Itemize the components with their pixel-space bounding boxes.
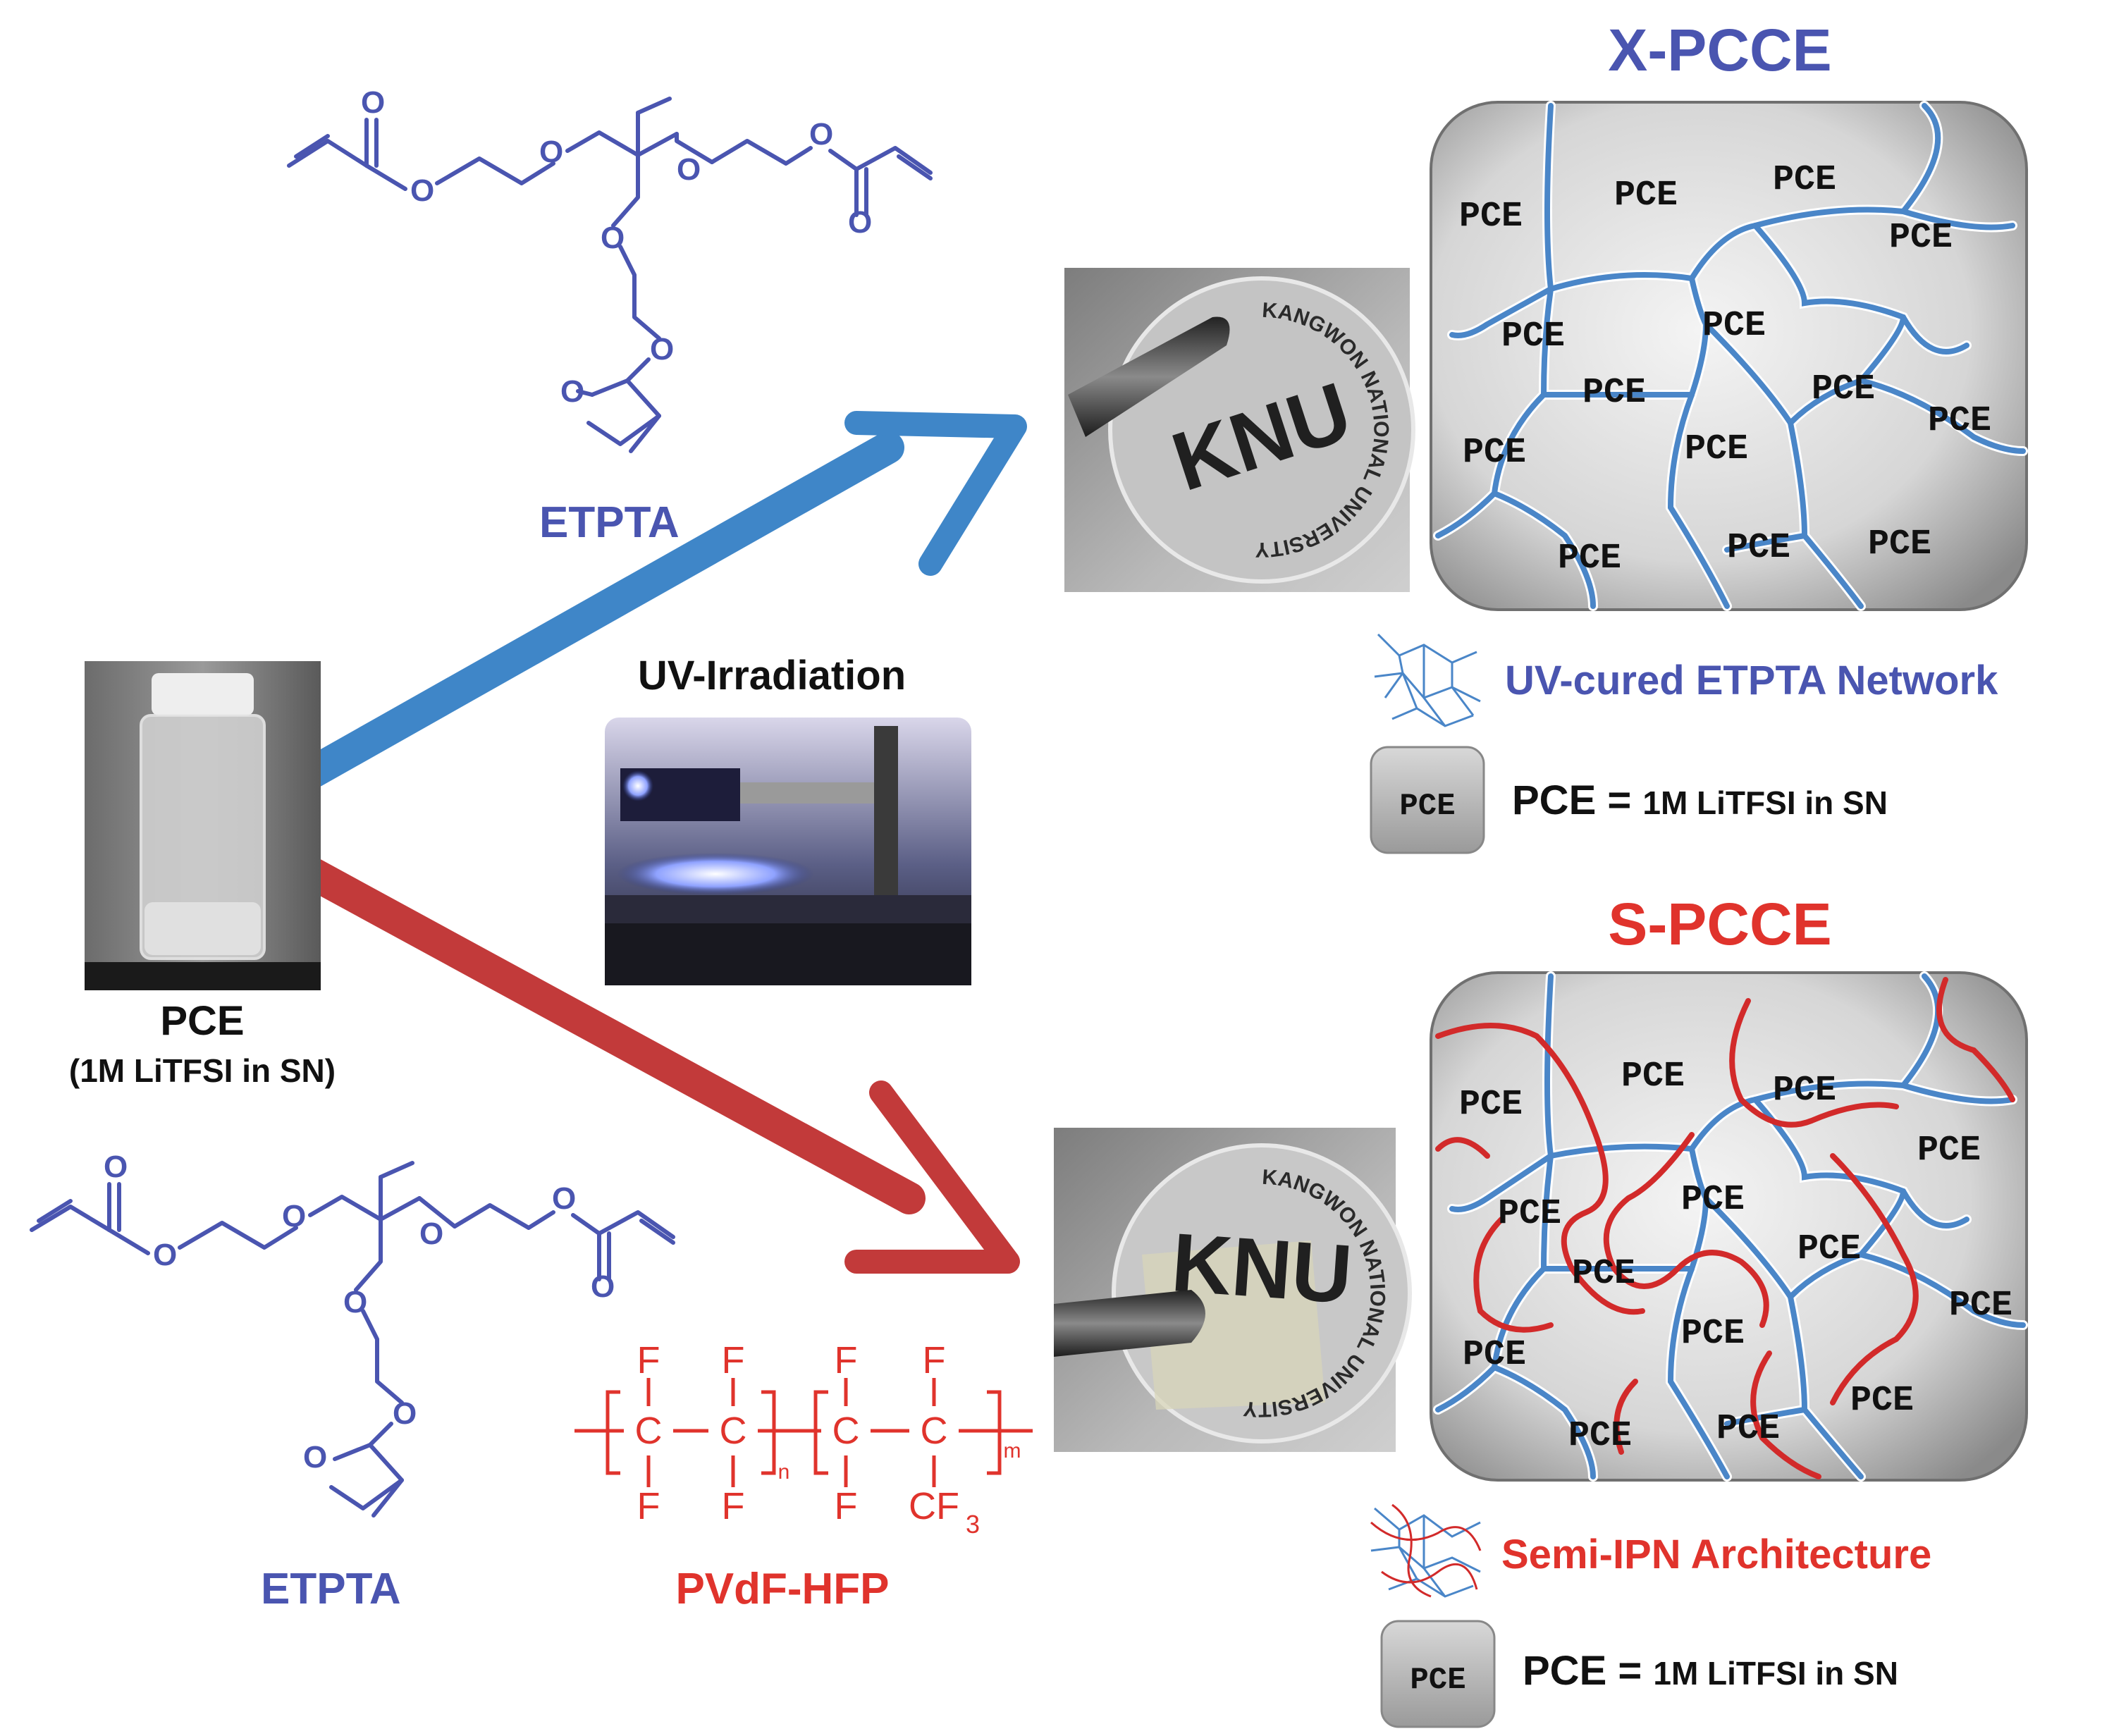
svg-text:O: O — [282, 1199, 306, 1233]
xpcce-cell-label: PCE — [1889, 218, 1953, 258]
svg-text:F: F — [722, 1339, 745, 1381]
etpta-structure-top — [287, 97, 933, 453]
spcce-cell-label: PCE — [1850, 1381, 1914, 1421]
arrow-to-spcce — [297, 858, 1020, 1274]
xpcce-cell-label: PCE — [1501, 316, 1565, 357]
spcce-network-blue — [1433, 971, 2028, 1482]
xpcce-cell-label: PCE — [1868, 524, 1931, 565]
svg-text:O: O — [560, 374, 584, 409]
xpcce-cell-label: PCE — [1685, 429, 1748, 469]
spcce-legend-box-label: PCE — [1410, 1663, 1465, 1698]
spcce-panel: PCE PCE PCE PCE PCE PCE PCE PCE PCE PCE … — [1430, 971, 2028, 1482]
svg-text:C: C — [720, 1410, 747, 1452]
xpcce-panel: PCE PCE PCE PCE PCE PCE PCE PCE PCE PCE … — [1430, 101, 2028, 611]
svg-text:F: F — [722, 1485, 745, 1527]
svg-text:C: C — [635, 1410, 663, 1452]
svg-text:C: C — [832, 1410, 860, 1452]
xpcce-network-lines — [1433, 101, 2028, 611]
spcce-cell-label: PCE — [1949, 1286, 2012, 1326]
spcce-cell-label: PCE — [1773, 1071, 1836, 1111]
svg-text:O: O — [601, 221, 625, 255]
spcce-cell-label: PCE — [1459, 1085, 1523, 1125]
xpcce-cell-label: PCE — [1558, 538, 1621, 579]
svg-text:O: O — [539, 135, 563, 169]
xpcce-cell-label: PCE — [1459, 197, 1523, 237]
film-photo-top: KNU KANGWON NATIONAL UNIVERSITY — [1064, 268, 1415, 592]
vial-photo — [85, 661, 321, 990]
svg-text:O: O — [848, 205, 872, 240]
xpcce-cell-label: PCE — [1928, 401, 1991, 441]
film-photo-bottom: KNU KANGWON NATIONAL UNIVERSITY — [1054, 1128, 1412, 1452]
svg-text:m: m — [1004, 1439, 1021, 1463]
svg-text:n: n — [778, 1460, 790, 1484]
svg-text:F: F — [835, 1485, 858, 1527]
spcce-cell-label: PCE — [1681, 1314, 1745, 1354]
xpcce-cell-label: PCE — [1812, 369, 1875, 410]
spcce-cell-label: PCE — [1498, 1194, 1561, 1234]
svg-text:O: O — [361, 85, 385, 120]
spcce-cell-label: PCE — [1681, 1180, 1745, 1220]
spcce-cell-label: PCE — [1716, 1409, 1780, 1449]
svg-text:F: F — [637, 1485, 660, 1527]
svg-text:3: 3 — [966, 1510, 980, 1539]
xpcce-legend-equation: PCE = 1M LiTFSI in SN — [1512, 777, 1888, 823]
network-icon-blue — [1374, 633, 1481, 727]
xpcce-cell-label: PCE — [1463, 433, 1526, 473]
spcce-network-red — [1435, 977, 2015, 1479]
spcce-title: S-PCCE — [1608, 891, 1831, 957]
spcce-cell-label: PCE — [1572, 1254, 1635, 1294]
spcce-cell-label: PCE — [1463, 1335, 1526, 1375]
svg-text:F: F — [923, 1339, 946, 1381]
etpta-label-bottom: ETPTA — [261, 1565, 401, 1613]
svg-text:O: O — [410, 173, 434, 208]
uv-label: UV-Irradiation — [638, 653, 906, 698]
etpta-atoms-top: O O O O O O O O O — [361, 85, 872, 409]
xpcce-cell-label: PCE — [1582, 373, 1646, 413]
etpta-structure-bottom — [30, 1161, 675, 1518]
vial-sublabel: (1M LiTFSI in SN) — [69, 1052, 336, 1089]
spcce-cell-label: PCE — [1917, 1131, 1981, 1171]
spcce-legend-equation: PCE = 1M LiTFSI in SN — [1523, 1648, 1898, 1694]
pvdf-hfp-structure — [574, 1378, 1033, 1487]
svg-text:O: O — [809, 117, 833, 152]
svg-text:O: O — [303, 1440, 327, 1475]
spcce-legend-network: Semi-IPN Architecture — [1501, 1532, 1931, 1577]
svg-text:O: O — [343, 1285, 367, 1319]
spcce-legend-box — [1380, 1620, 1496, 1728]
svg-text:O: O — [104, 1150, 128, 1184]
xpcce-cell-label: PCE — [1773, 160, 1836, 200]
semi-ipn-icon — [1370, 1503, 1482, 1598]
svg-text:O: O — [552, 1181, 576, 1216]
svg-text:F: F — [835, 1339, 858, 1381]
pvdf-hfp-atoms: F F F F C C C C F F F CF 3 n m — [635, 1339, 1021, 1539]
xpcce-cell-label: PCE — [1702, 306, 1766, 346]
svg-text:O: O — [677, 152, 701, 187]
svg-text:F: F — [637, 1339, 660, 1381]
svg-text:CF: CF — [909, 1485, 959, 1527]
svg-text:O: O — [153, 1238, 177, 1272]
vial-label: PCE — [160, 998, 244, 1044]
spcce-cell-label: PCE — [1797, 1229, 1861, 1269]
xpcce-legend-network: UV-cured ETPTA Network — [1505, 658, 1998, 703]
svg-text:O: O — [650, 332, 674, 367]
etpta-atoms-bottom: O O O O O O O O O — [104, 1150, 615, 1475]
etpta-label-top: ETPTA — [539, 498, 680, 547]
svg-text:O: O — [591, 1269, 615, 1304]
xpcce-cell-label: PCE — [1727, 528, 1790, 568]
xpcce-cell-label: PCE — [1614, 176, 1678, 216]
uv-setup-photo — [605, 718, 971, 985]
svg-text:O: O — [419, 1217, 443, 1251]
pvdf-hfp-label: PVdF-HFP — [675, 1565, 889, 1613]
xpcce-title: X-PCCE — [1608, 17, 1831, 83]
xpcce-legend-box-label: PCE — [1399, 789, 1455, 824]
spcce-cell-label: PCE — [1621, 1057, 1685, 1097]
spcce-cell-label: PCE — [1568, 1416, 1632, 1456]
svg-text:O: O — [393, 1396, 417, 1431]
xpcce-legend-box — [1370, 746, 1485, 854]
arrow-to-xpcce — [297, 411, 1027, 788]
svg-text:C: C — [921, 1410, 948, 1452]
